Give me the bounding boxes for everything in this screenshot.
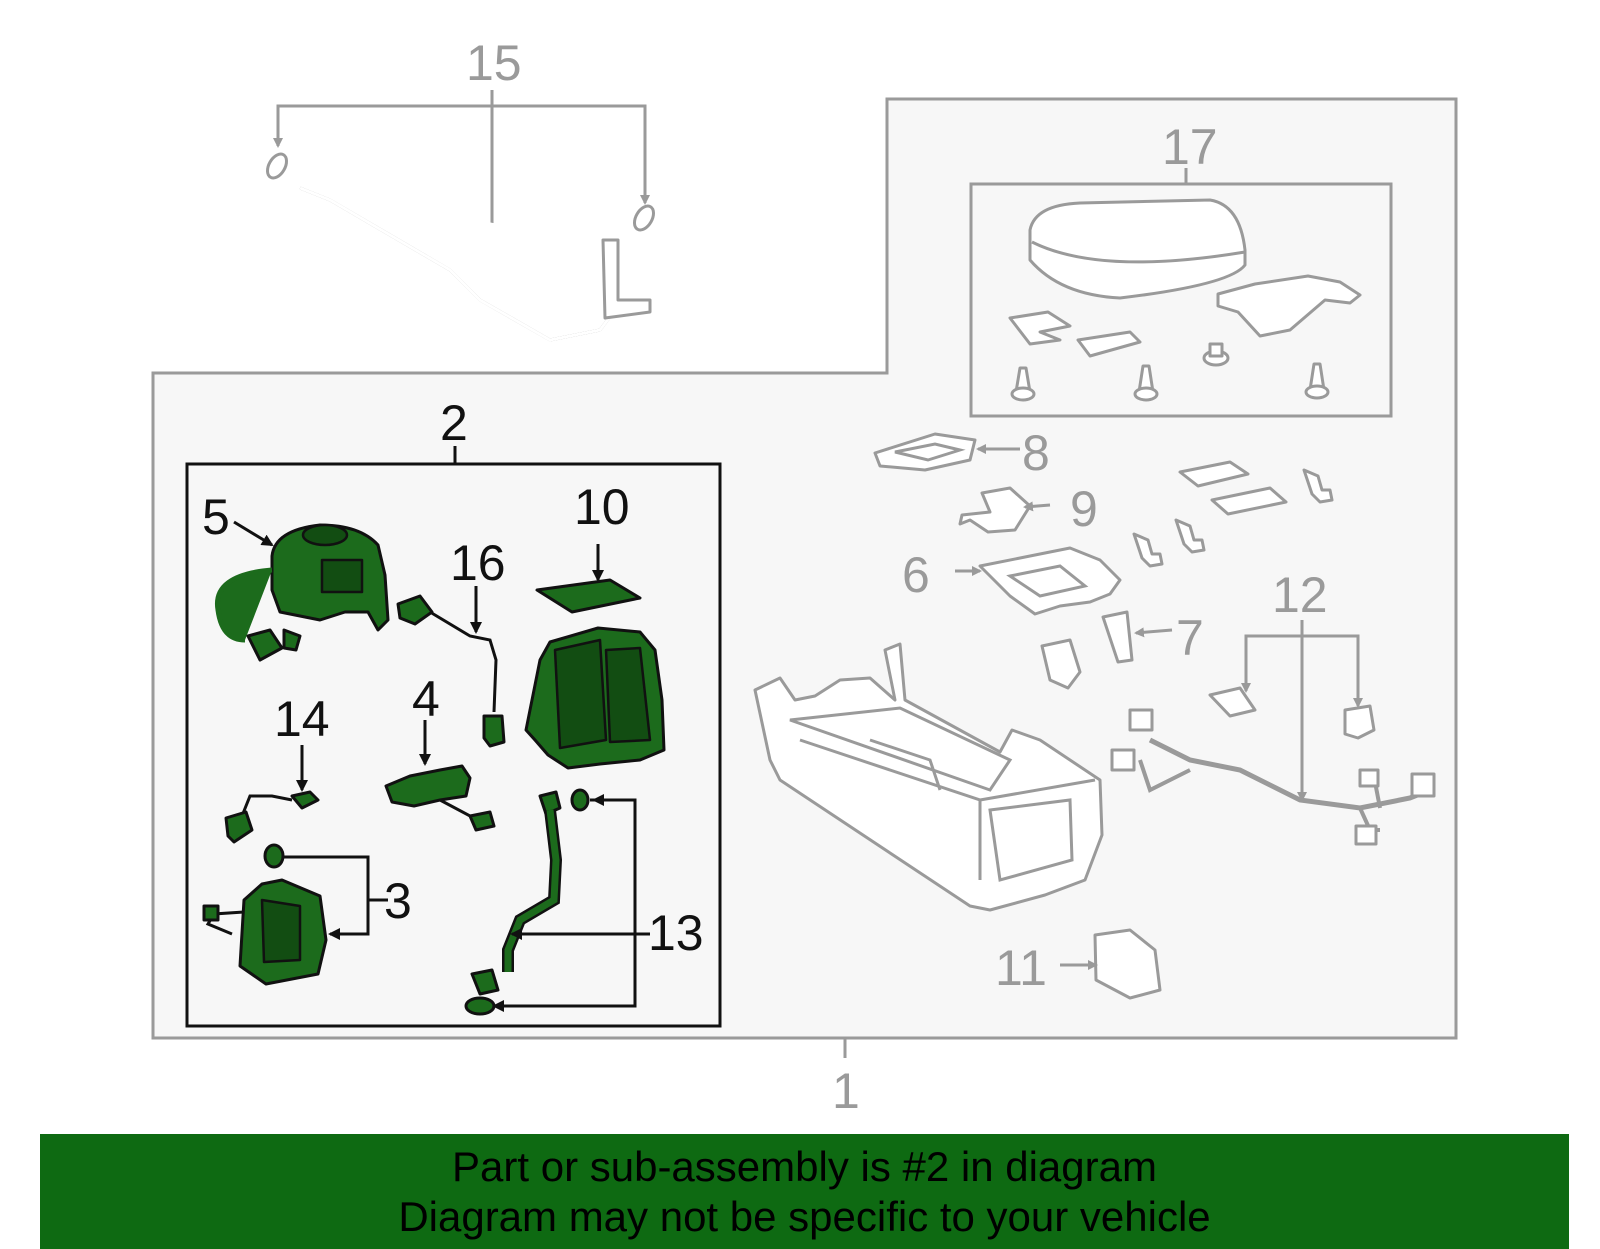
callout-15: 15 (466, 35, 522, 91)
duct-part-13 (464, 788, 650, 1016)
clip-part-9 (958, 486, 1051, 534)
callout-14: 14 (274, 691, 330, 747)
callout-8: 8 (1022, 425, 1050, 481)
servo-part-4 (384, 720, 496, 832)
callout-17: 17 (1162, 119, 1218, 175)
housing-part-10-body (524, 626, 666, 770)
wiring-harness-part-12 (1110, 620, 1436, 846)
armrest-part-17 (1008, 168, 1362, 402)
callout-3: 3 (384, 873, 412, 929)
callout-13: 13 (648, 905, 704, 961)
callout-1: 1 (832, 1063, 860, 1119)
callout-12: 12 (1272, 567, 1328, 623)
cable-part-15 (266, 90, 655, 342)
callout-11: 11 (995, 940, 1047, 996)
banner-line-2: Diagram may not be specific to your vehi… (398, 1193, 1211, 1240)
callout-10: 10 (574, 479, 630, 535)
tray-part-6 (955, 546, 1122, 616)
callout-9: 9 (1070, 481, 1098, 537)
callout-16: 16 (450, 535, 506, 591)
blower-part-5 (214, 520, 390, 662)
callout-2: 2 (440, 395, 468, 451)
bolts-and-pads (1132, 460, 1334, 568)
plate-part-8 (873, 432, 1020, 472)
filter-part-10 (535, 544, 642, 614)
banner-line-1: Part or sub-assembly is #2 in diagram (452, 1143, 1157, 1190)
actuator-part-3 (202, 843, 388, 986)
callout-5: 5 (202, 489, 230, 545)
clip-part-7 (1040, 610, 1173, 690)
sensor-part-14 (224, 745, 320, 844)
module-part-11 (1060, 928, 1162, 1000)
notice-banner: Part or sub-assembly is #2 in diagram Di… (40, 1134, 1569, 1249)
sensor-part-16 (396, 586, 506, 748)
callout-6: 6 (902, 547, 930, 603)
console-body (753, 642, 1104, 912)
callout-4: 4 (412, 671, 440, 727)
callout-7: 7 (1176, 610, 1204, 666)
